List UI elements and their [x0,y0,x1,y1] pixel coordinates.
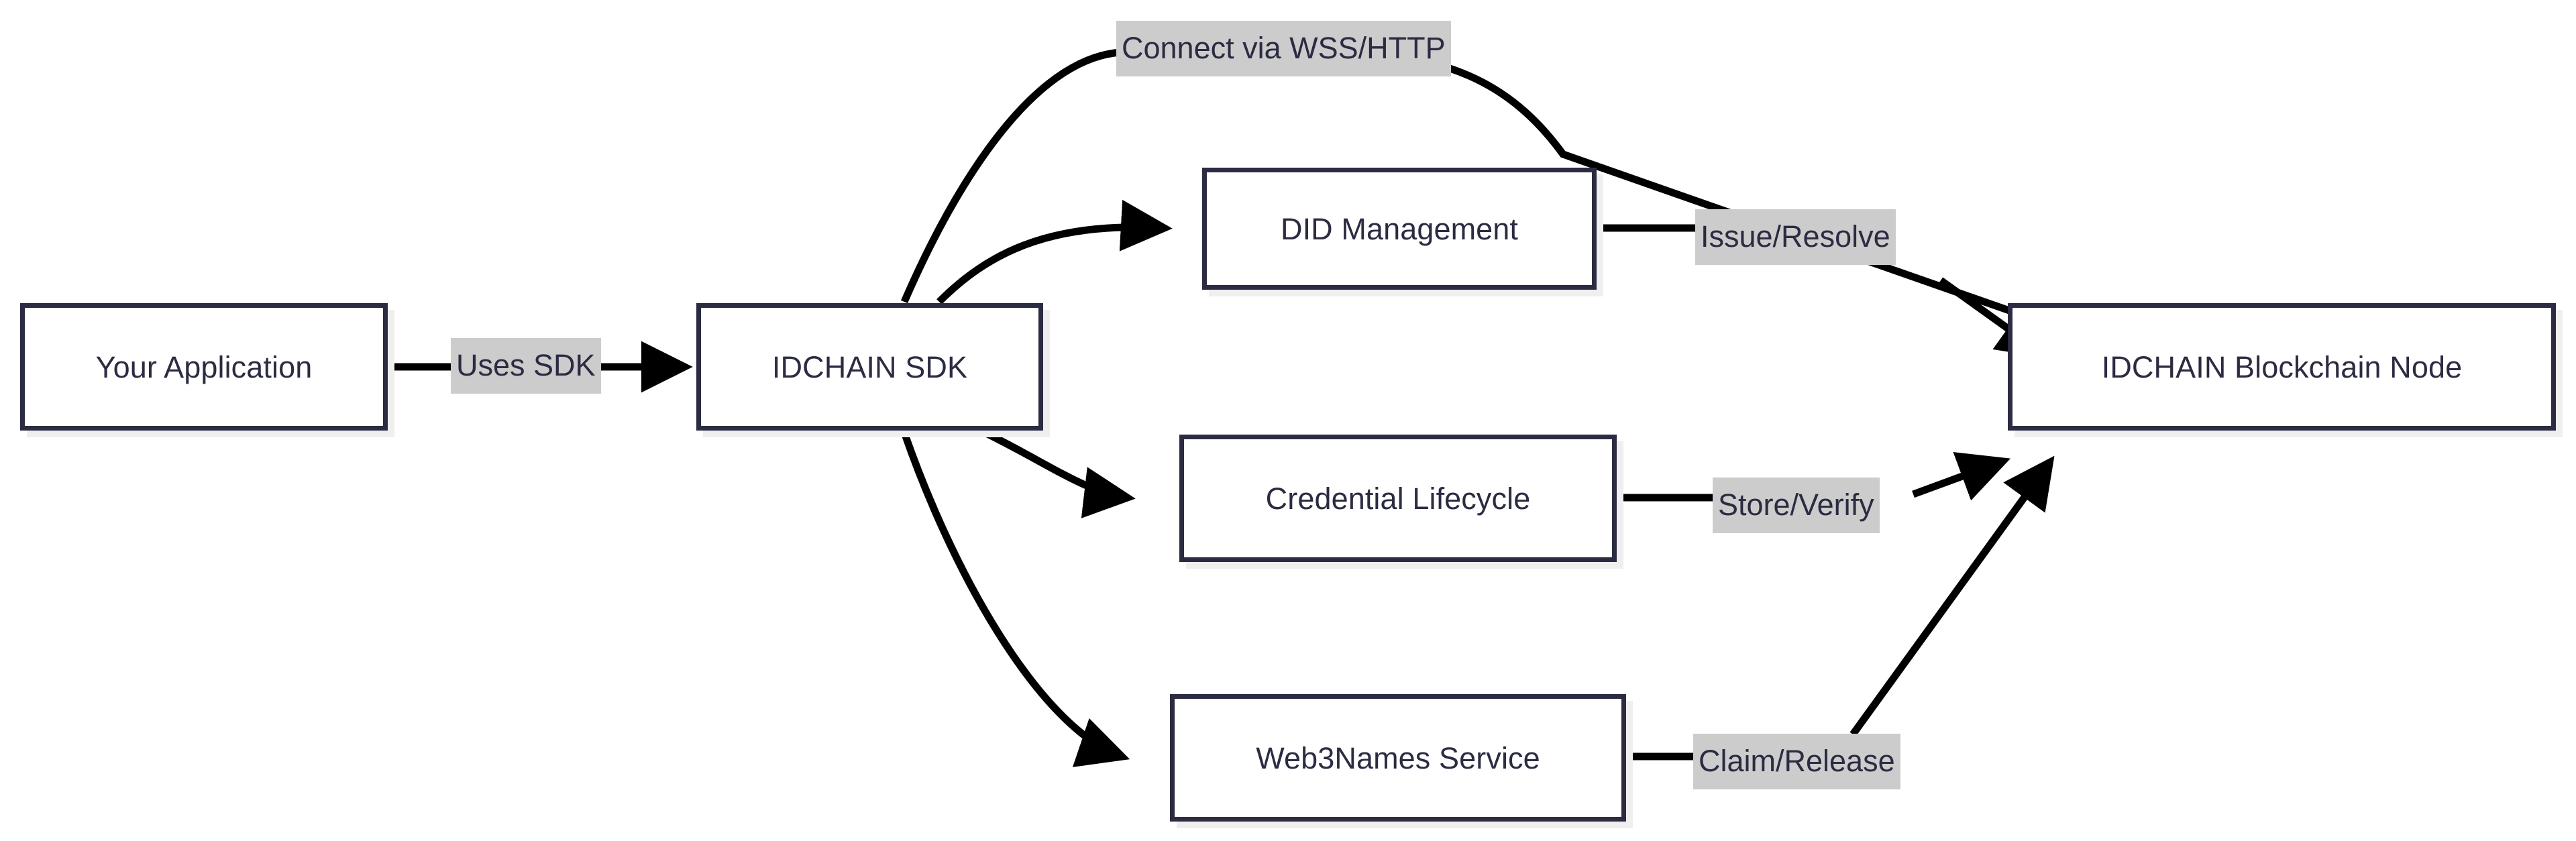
node-label-your-application: Your Application [95,349,313,384]
node-label-idchain-blockchain-node: IDCHAIN Blockchain Node [2101,349,2463,384]
edge-label-claim-release: Claim/Release [1693,734,1900,789]
edge-label-uses-sdk: Uses SDK [451,338,601,394]
node-web3names-service[interactable]: Web3Names Service [1170,694,1626,822]
node-your-application[interactable]: Your Application [20,303,388,431]
node-did-management[interactable]: DID Management [1202,168,1597,290]
node-label-idchain-sdk: IDCHAIN SDK [771,349,968,384]
node-idchain-blockchain-node[interactable]: IDCHAIN Blockchain Node [2008,303,2556,431]
node-credential-lifecycle[interactable]: Credential Lifecycle [1179,435,1617,562]
node-label-credential-lifecycle: Credential Lifecycle [1265,481,1531,516]
edge-sdk-to-web3names [900,431,1130,767]
edge-sdk-to-credential [983,429,1136,518]
edge-label-issue-resolve: Issue/Resolve [1695,209,1896,265]
node-idchain-sdk[interactable]: IDCHAIN SDK [696,303,1043,431]
node-label-did-management: DID Management [1280,211,1519,246]
edge-sdk-to-did [936,199,1173,304]
edge-label-connect-via-wss-http: Connect via WSS/HTTP [1116,21,1451,76]
edge-label-store-verify: Store/Verify [1713,478,1880,533]
node-label-web3names-service: Web3Names Service [1256,740,1540,775]
edge-credential-to-node [1912,452,2011,501]
edge-web3names-to-node [1849,455,2055,737]
